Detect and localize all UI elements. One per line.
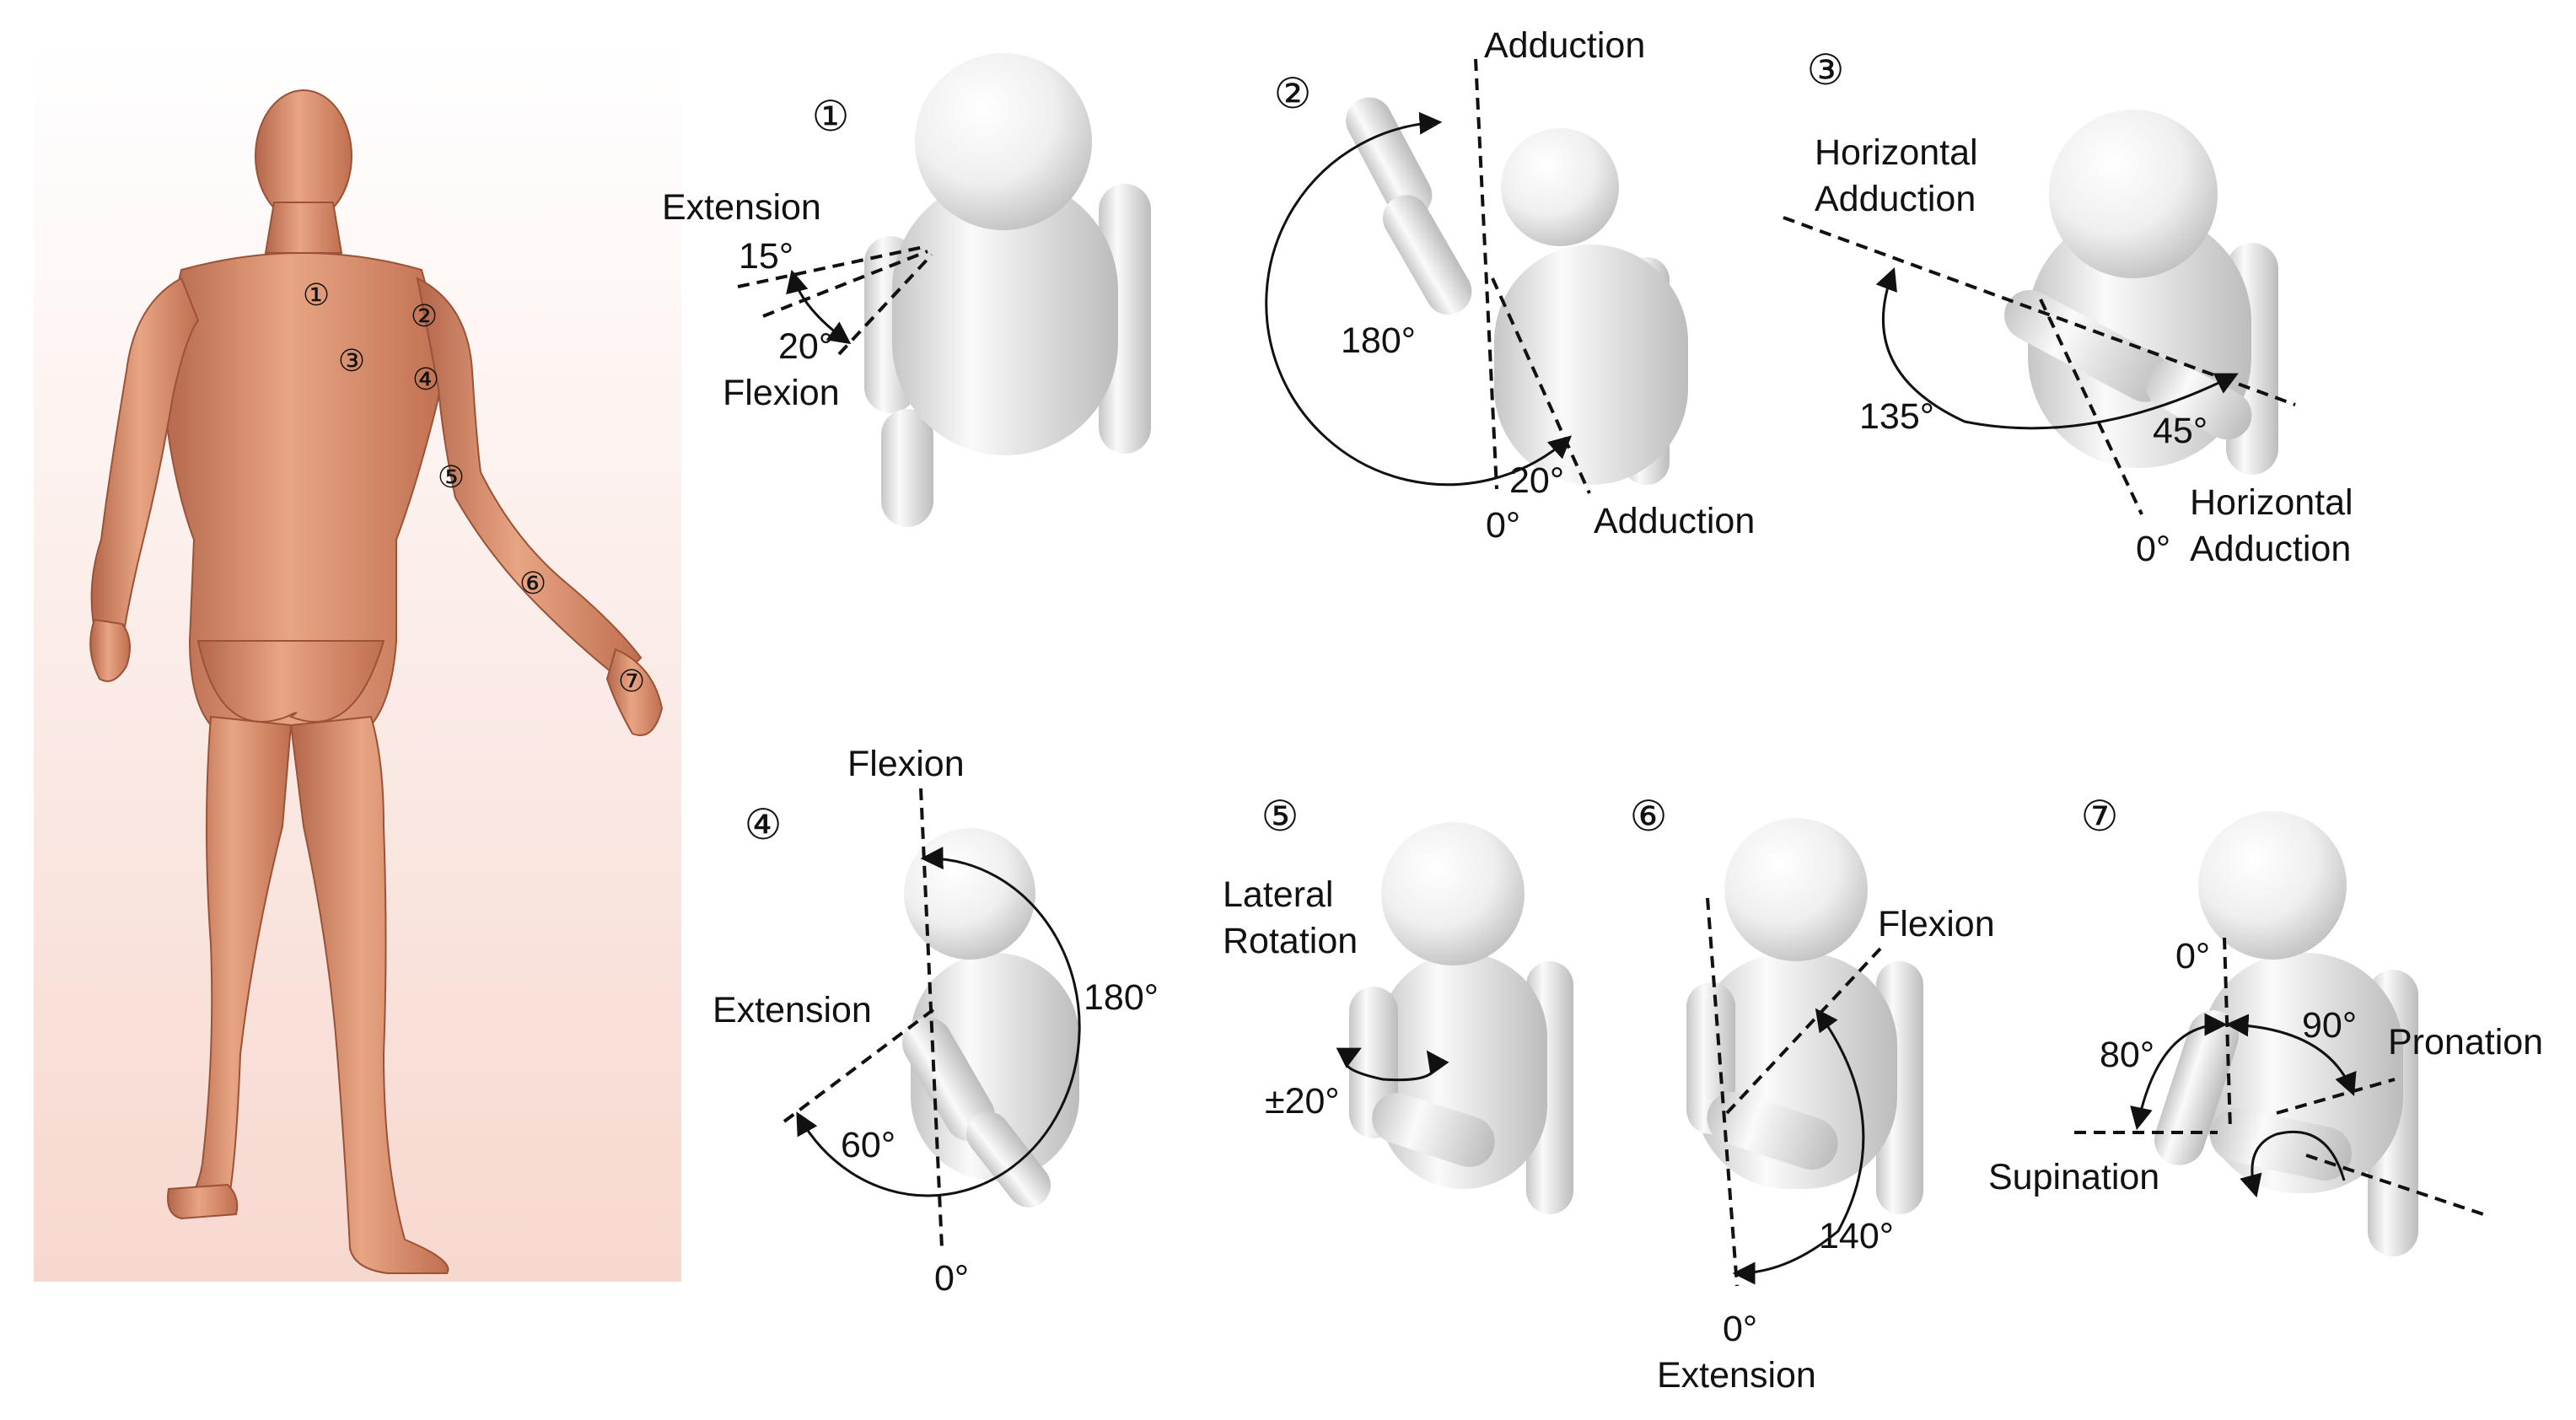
body-marker-7: ⑦	[618, 664, 645, 698]
panel-6-extension-label: Extension	[1657, 1355, 1816, 1396]
mannequin-2	[1338, 89, 1688, 485]
body-marker-5: ⑤	[438, 460, 465, 494]
body-marker-6: ⑥	[519, 566, 546, 600]
panel-3-zero-label: 0°	[2136, 529, 2170, 569]
panel-4-shoulder-flexion-extension-side: ④ Flexion Extension 180° 60° 0°	[713, 744, 1159, 1299]
panel-2-bottom-label: Adduction	[1594, 501, 1755, 541]
panel-7-pronation-label: Pronation	[2388, 1022, 2543, 1062]
panel-4-zero-label: 0°	[934, 1258, 969, 1299]
panel-4-extension-label: Extension	[713, 990, 872, 1030]
panel-1-shoulder-flexion-extension: ① Extension 15° 20° Flexion	[662, 53, 1151, 527]
panel-4-number: ④	[745, 801, 782, 848]
mannequin-3	[1995, 110, 2278, 475]
panel-1-angle-ext: 15°	[739, 236, 793, 277]
human-figure-panel: ① ② ③ ④ ⑤ ⑥ ⑦	[34, 42, 681, 1282]
panel-2-angle-small: 20°	[1509, 460, 1564, 501]
panel-7-number: ⑦	[2081, 793, 2119, 840]
panel-6-angle: 140°	[1819, 1216, 1894, 1256]
mannequin-5	[1349, 822, 1573, 1214]
mannequin-1	[864, 53, 1151, 527]
panel-1-number: ①	[812, 93, 850, 140]
panel-6-elbow-flexion: ⑥ Flexion 140° 0° Extension	[1630, 793, 1995, 1396]
panel-7-angle-sup: 80°	[2100, 1035, 2154, 1075]
panel-1-extension-label: Extension	[662, 187, 821, 228]
panel-1-angle-flex: 20°	[778, 326, 833, 367]
panel-5-angle: ±20°	[1265, 1081, 1340, 1121]
mannequin-4	[893, 828, 1079, 1216]
panel-5-number: ⑤	[1261, 793, 1299, 840]
mannequin-6	[1686, 818, 1923, 1214]
panel-3-angle-large: 135°	[1859, 396, 1934, 437]
panel-3-number: ③	[1807, 46, 1845, 94]
panel-2-zero-label: 0°	[1486, 505, 1520, 546]
panel-6-number: ⑥	[1630, 793, 1668, 840]
panel-6-flexion-label: Flexion	[1878, 904, 1995, 944]
panel-2-top-label: Adduction	[1484, 25, 1645, 66]
panel-4-angle-small: 60°	[841, 1125, 895, 1165]
panel-4-flexion-label: Flexion	[847, 744, 965, 784]
panel-7-forearm-pronation-supination: ⑦ 0° 80° 90° Pronation Supination	[1988, 793, 2543, 1256]
panel-3-angle-small: 45°	[2153, 411, 2208, 451]
panel-1-flexion-label: Flexion	[723, 373, 840, 413]
panel-6-zero-label: 0°	[1723, 1309, 1757, 1349]
body-marker-2: ②	[411, 299, 438, 333]
panel-7-angle-pro: 90°	[2302, 1005, 2357, 1046]
body-marker-1: ①	[303, 277, 330, 312]
panel-7-zero-label: 0°	[2175, 936, 2210, 976]
panel-7-supination-label: Supination	[1988, 1157, 2159, 1197]
panel-4-angle-large: 180°	[1084, 977, 1159, 1018]
panel-2-angle-large: 180°	[1341, 320, 1416, 361]
panel-2-shoulder-abduction: ② Adduction 180° 20° 0° Adduction	[1266, 25, 1756, 546]
panel-2-number: ②	[1274, 70, 1312, 117]
body-marker-3: ③	[338, 343, 365, 378]
body-marker-4: ④	[412, 362, 439, 396]
